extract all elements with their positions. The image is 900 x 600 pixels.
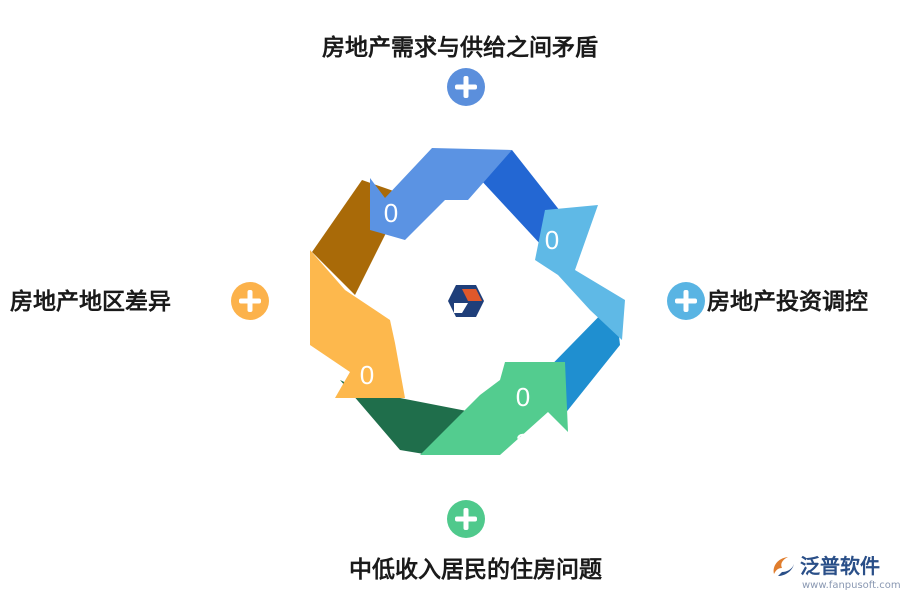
segment-1-number: 0 [383, 198, 399, 228]
segment-1-number-2: 1 [387, 248, 399, 270]
topic-left-plus-icon[interactable] [231, 282, 269, 320]
segment-1-arrow [370, 148, 512, 240]
topic-right-label: 房地产投资调控 [707, 289, 868, 315]
segment-3-number-2: 3 [515, 428, 531, 458]
segment-4-arrow [310, 250, 405, 398]
segment-2-number: 0 [544, 225, 560, 255]
topic-top-label: 房地产需求与供给之间矛盾 [322, 35, 598, 61]
topic-top-plus-icon[interactable] [447, 68, 485, 106]
brand-url: www.fanpusoft.com [802, 580, 900, 591]
topic-bottom-plus-icon[interactable] [447, 500, 485, 538]
segment-3-arrow [420, 362, 568, 455]
segment-4-number: 0 [359, 360, 375, 390]
brand-logo-icon [773, 557, 794, 576]
segment-2-arrow [535, 205, 625, 340]
center-logo-icon [448, 285, 484, 317]
topic-right-plus-icon[interactable] [667, 282, 705, 320]
topic-bottom-label: 中低收入居民的住房问题 [349, 557, 602, 583]
topic-left-label: 房地产地区差异 [10, 289, 171, 315]
segment-3-number: 0 [515, 382, 531, 412]
brand-name: 泛普软件 [800, 554, 880, 578]
brand-watermark: 泛普软件 www.fanpusoft.com [770, 552, 900, 598]
